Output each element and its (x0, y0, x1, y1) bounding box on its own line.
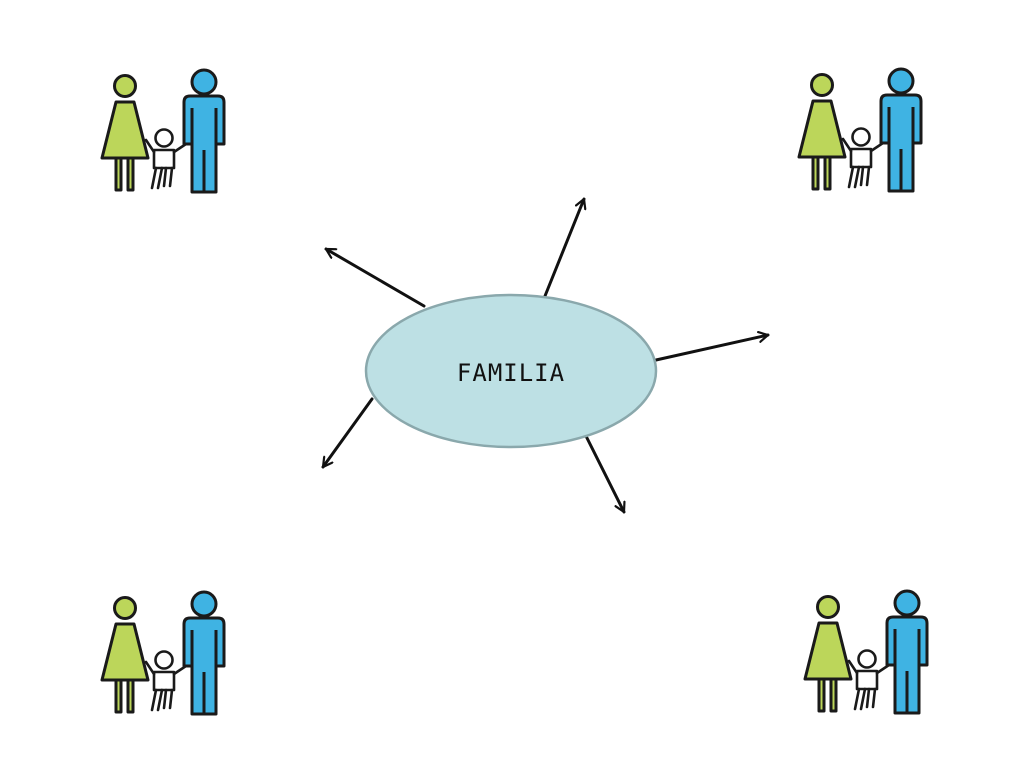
arrow-lower-left (321, 397, 374, 469)
arrow-upper-left (324, 247, 426, 308)
center-label: FAMILIA (457, 359, 565, 387)
center-node: FAMILIA (364, 293, 658, 449)
family-icon (100, 590, 226, 716)
family-icon (100, 68, 226, 194)
arrow-up (543, 197, 584, 298)
family-icon (797, 67, 923, 193)
center-ellipse (364, 293, 658, 449)
family-icon (803, 589, 929, 715)
arrow-down-right (583, 432, 624, 514)
arrow-right (654, 335, 770, 362)
